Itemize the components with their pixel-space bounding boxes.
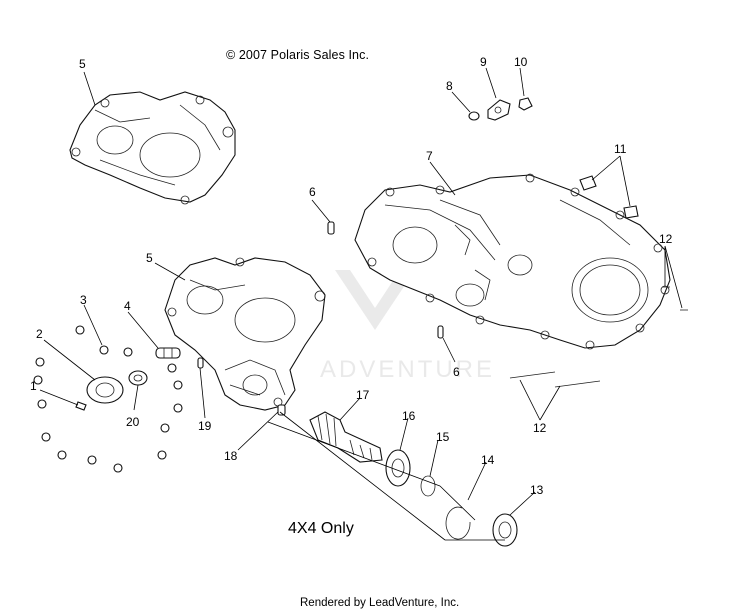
callout-19: 19 — [198, 419, 212, 433]
four-by-four-note: 4X4 Only — [288, 520, 354, 537]
callout-5a: 5 — [79, 57, 86, 71]
bearing[interactable] — [86, 376, 124, 404]
plug[interactable] — [518, 97, 533, 111]
gearcase-assembly-top[interactable] — [69, 91, 236, 205]
callout-18: 18 — [224, 449, 238, 463]
watermark-text: ADVENTURE — [320, 356, 495, 383]
gearcase-assembly-middle[interactable] — [164, 257, 326, 411]
pin[interactable] — [75, 401, 87, 411]
callout-12a: 12 — [659, 232, 673, 246]
retaining-ring[interactable] — [445, 506, 471, 540]
bearing-16[interactable] — [385, 449, 411, 487]
callout-10: 10 — [514, 55, 528, 69]
callout-9: 9 — [480, 55, 487, 69]
callout-16: 16 — [402, 409, 416, 423]
callout-5b: 5 — [146, 251, 153, 265]
callout-numbers: 5 5 7 6 6 8 9 10 11 12 12 3 2 1 4 20 19 … — [30, 55, 673, 497]
snap-ring[interactable] — [420, 475, 436, 497]
callout-2: 2 — [36, 327, 43, 341]
copyright-text: © 2007 Polaris Sales Inc. — [226, 48, 370, 62]
output-shaft[interactable] — [309, 411, 383, 463]
callout-12b: 12 — [533, 421, 547, 435]
callout-14: 14 — [481, 453, 495, 467]
callout-17: 17 — [356, 388, 370, 402]
gear[interactable] — [128, 370, 148, 386]
callout-4: 4 — [124, 299, 131, 313]
callout-11: 11 — [614, 142, 627, 156]
case-bolts[interactable] — [33, 325, 183, 473]
breather-fitting[interactable] — [487, 99, 511, 121]
callout-20: 20 — [126, 415, 140, 429]
callout-13: 13 — [530, 483, 544, 497]
callout-1: 1 — [30, 379, 37, 393]
callout-7: 7 — [426, 149, 433, 163]
spacer[interactable] — [155, 347, 181, 359]
main-case[interactable] — [354, 173, 671, 350]
pin-18[interactable] — [277, 404, 286, 416]
callout-3: 3 — [80, 293, 87, 307]
long-bolts-12[interactable] — [509, 286, 688, 388]
dowel-pins[interactable] — [327, 221, 444, 339]
pin-19[interactable] — [197, 357, 204, 369]
footer-text: Rendered by LeadVenture, Inc. — [300, 597, 460, 609]
oil-seal[interactable] — [492, 513, 518, 547]
leader-lines — [39, 67, 683, 541]
watermark-logo: ADVENTURE — [320, 270, 495, 383]
callout-6a: 6 — [309, 185, 316, 199]
callout-6b: 6 — [453, 365, 460, 379]
sealing-washer[interactable] — [468, 111, 480, 121]
bolts-11[interactable] — [579, 175, 639, 219]
callout-8: 8 — [446, 79, 453, 93]
callout-15: 15 — [436, 430, 450, 444]
